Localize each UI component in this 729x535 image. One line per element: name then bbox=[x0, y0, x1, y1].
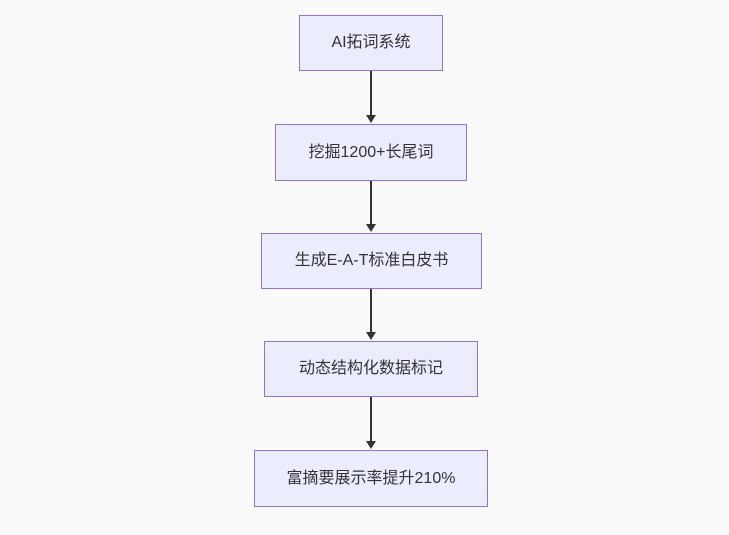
flow-node-longtail-mining: 挖掘1200+长尾词 bbox=[275, 124, 467, 181]
node-label: 生成E-A-T标准白皮书 bbox=[294, 252, 449, 270]
flow-node-eat-whitepaper: 生成E-A-T标准白皮书 bbox=[261, 233, 482, 289]
flow-edge-arrow-2 bbox=[366, 181, 376, 232]
flow-edge-arrow-4 bbox=[366, 397, 376, 449]
node-label: 动态结构化数据标记 bbox=[298, 360, 443, 378]
flow-edge-arrow-3 bbox=[366, 289, 376, 340]
node-label: 富摘要展示率提升210% bbox=[286, 469, 456, 487]
flow-edge-arrow-1 bbox=[366, 71, 376, 123]
node-label: 挖掘1200+长尾词 bbox=[308, 143, 434, 161]
flow-node-ai-keyword-system: AI拓词系统 bbox=[299, 15, 443, 71]
flow-node-structured-data-markup: 动态结构化数据标记 bbox=[264, 341, 478, 397]
flow-node-rich-snippet-result: 富摘要展示率提升210% bbox=[254, 450, 488, 507]
node-label: AI拓词系统 bbox=[331, 34, 411, 52]
